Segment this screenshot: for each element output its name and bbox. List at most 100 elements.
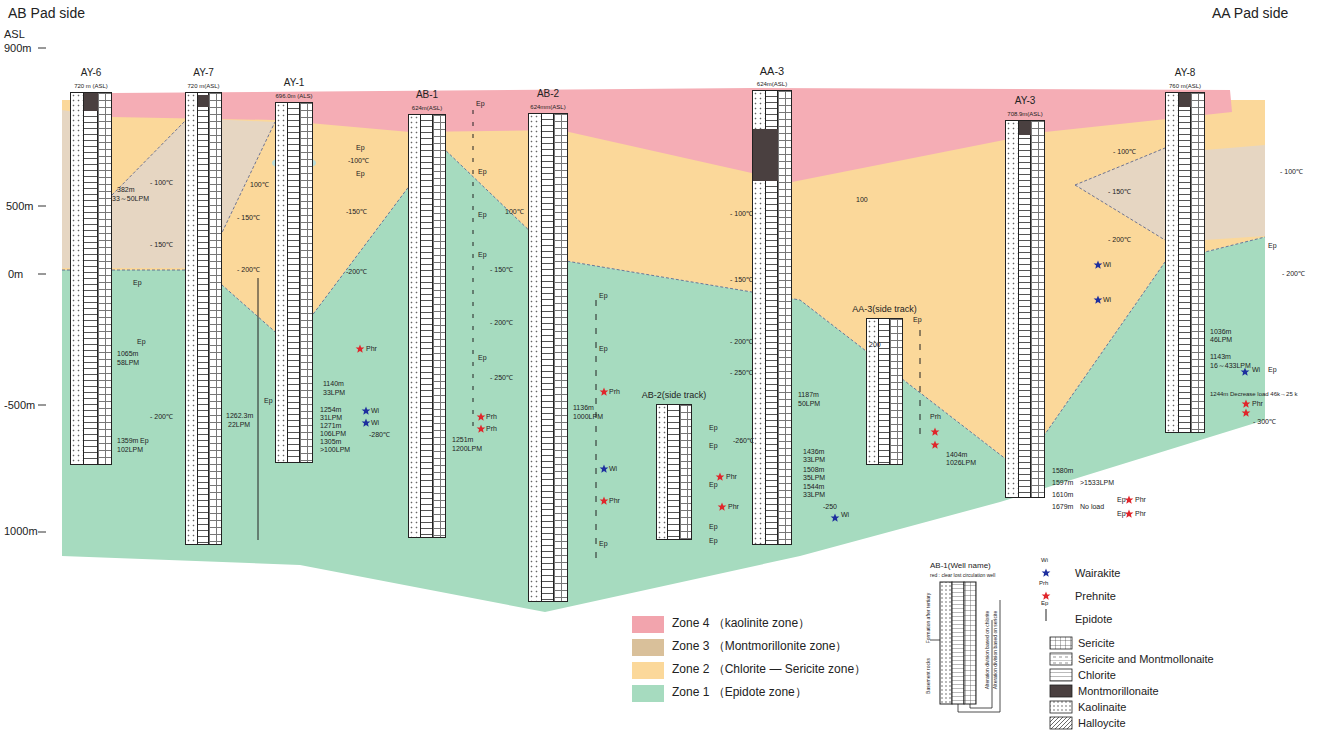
annotation: Ep bbox=[599, 345, 608, 353]
annotation: Wi bbox=[1103, 261, 1111, 269]
annotation: Wi bbox=[1041, 557, 1048, 564]
annotation: 1136m bbox=[573, 404, 594, 412]
annotation: Prh bbox=[486, 425, 497, 433]
mineral-star bbox=[1242, 408, 1251, 416]
annotation: 100℃ bbox=[250, 181, 269, 189]
legend-text: Zone 4 （kaolinite zone） bbox=[672, 617, 810, 630]
annotation: 33LPM bbox=[323, 389, 345, 397]
annotation: -500m bbox=[4, 399, 35, 411]
legend-text: Epidote bbox=[1075, 613, 1112, 625]
annotation: Wi bbox=[609, 465, 617, 473]
well-elevation: 624m(ASL) bbox=[412, 105, 442, 112]
well-column: AB-2(side track) bbox=[656, 404, 692, 540]
annotation: red : clear lost circulation well bbox=[930, 573, 995, 579]
annotation: Formation after tertiary bbox=[926, 593, 932, 644]
epidote-range bbox=[258, 110, 1046, 621]
annotation: Ep bbox=[476, 100, 485, 108]
well-elevation: 720 m(ASL) bbox=[187, 83, 219, 90]
annotation: 1026LPM bbox=[946, 459, 976, 467]
zone3-area bbox=[1205, 145, 1265, 240]
well-name: AA-3 bbox=[760, 65, 784, 77]
well-column: AB-1624m(ASL) bbox=[408, 114, 446, 538]
legend-text: Zone 3 （Montmorillonite zone） bbox=[672, 640, 847, 653]
mineral-star bbox=[1042, 591, 1051, 599]
strata-strip bbox=[879, 319, 891, 464]
annotation: Ep bbox=[140, 437, 149, 445]
annotation: - 200℃ bbox=[150, 413, 173, 421]
mineral-star bbox=[600, 387, 609, 395]
annotation: Ep bbox=[356, 170, 365, 178]
annotation: 1262.3m bbox=[226, 412, 253, 420]
annotation: 1244m Decrease load 46k→25 k bbox=[1210, 391, 1297, 398]
annotation: Ep bbox=[478, 168, 487, 176]
axis-ticks bbox=[38, 48, 46, 532]
annotation: -100℃ bbox=[348, 157, 369, 165]
strata-strip bbox=[867, 319, 879, 464]
annotation: Ep bbox=[709, 523, 718, 531]
annotation: Ep bbox=[1117, 496, 1126, 504]
annotation: -200℃ bbox=[346, 268, 367, 276]
annotation: Ep bbox=[599, 292, 608, 300]
strata-strip bbox=[680, 405, 691, 539]
annotation: 500m bbox=[6, 200, 34, 212]
montmorillonite-layer bbox=[198, 95, 210, 107]
mineral-star bbox=[931, 440, 940, 448]
annotation: 1404m bbox=[946, 451, 967, 459]
annotation: Ep bbox=[264, 397, 273, 405]
annotation: Ep bbox=[1041, 600, 1048, 607]
annotation: - 100℃ bbox=[730, 210, 753, 218]
annotation: 1200LPM bbox=[452, 445, 482, 453]
mineral-star bbox=[718, 502, 727, 510]
strata-strip bbox=[542, 114, 555, 601]
mineral-star bbox=[1094, 295, 1103, 303]
strata-strip bbox=[778, 91, 791, 544]
mineral-star bbox=[1042, 568, 1051, 576]
annotation: 1610m bbox=[1052, 491, 1073, 499]
well-name: AY-3 bbox=[1015, 95, 1036, 106]
annotation: - 150℃ bbox=[490, 266, 513, 274]
annotation: - 250℃ bbox=[730, 369, 753, 377]
annotation: Ep bbox=[133, 279, 142, 287]
annotation: 1436m bbox=[803, 448, 824, 456]
strata-strip bbox=[668, 405, 679, 539]
mineral-star bbox=[831, 513, 840, 521]
annotation: Ep bbox=[1268, 366, 1277, 374]
legend-swatch bbox=[632, 685, 664, 702]
annotation: Ep bbox=[709, 481, 718, 489]
well-name: AY-8 bbox=[1175, 67, 1196, 78]
mineral-star bbox=[362, 418, 371, 426]
annotation: Wi bbox=[1252, 366, 1260, 374]
mineral-star bbox=[477, 424, 486, 432]
legend-text: Zone 1 （Epidote zone） bbox=[672, 686, 807, 699]
strata-strip bbox=[554, 114, 567, 601]
annotation: 33LPM bbox=[803, 491, 825, 499]
annotation: 1143m bbox=[1210, 353, 1231, 361]
annotation: - 200℃ bbox=[490, 319, 513, 327]
annotation: 46LPM bbox=[1210, 336, 1232, 344]
well-column: AY-6720 m (ASL) bbox=[70, 92, 112, 465]
montmorillonite-layer bbox=[1019, 121, 1032, 135]
annotation: 382m bbox=[117, 186, 135, 194]
well-name: AA-3(side track) bbox=[852, 305, 917, 315]
well-elevation: 624m(ASL) bbox=[757, 81, 787, 88]
strata-strip bbox=[1191, 93, 1204, 432]
mineral-star bbox=[600, 496, 609, 504]
zone3-area bbox=[1075, 148, 1165, 240]
annotation: 1187m bbox=[798, 391, 819, 399]
annotation: Ep bbox=[599, 540, 608, 548]
annotation: 1580m bbox=[1052, 467, 1073, 475]
annotation: 106LPM bbox=[320, 430, 346, 438]
annotation: Ep bbox=[709, 537, 718, 545]
strata-strip bbox=[1006, 121, 1019, 497]
annotation: Phr bbox=[728, 503, 739, 511]
mineral-star bbox=[931, 427, 940, 435]
strata-strip bbox=[98, 93, 111, 464]
well-name: AY-7 bbox=[193, 67, 214, 78]
mineral-star bbox=[1242, 399, 1251, 407]
annotation: - 150℃ bbox=[1108, 188, 1131, 196]
annotation: Ep bbox=[478, 354, 487, 362]
mineral-stars bbox=[356, 260, 1251, 599]
annotation: Phr bbox=[1135, 496, 1146, 504]
well-elevation: 624mm(ASL) bbox=[530, 104, 565, 111]
annotation: Ep bbox=[478, 251, 487, 259]
